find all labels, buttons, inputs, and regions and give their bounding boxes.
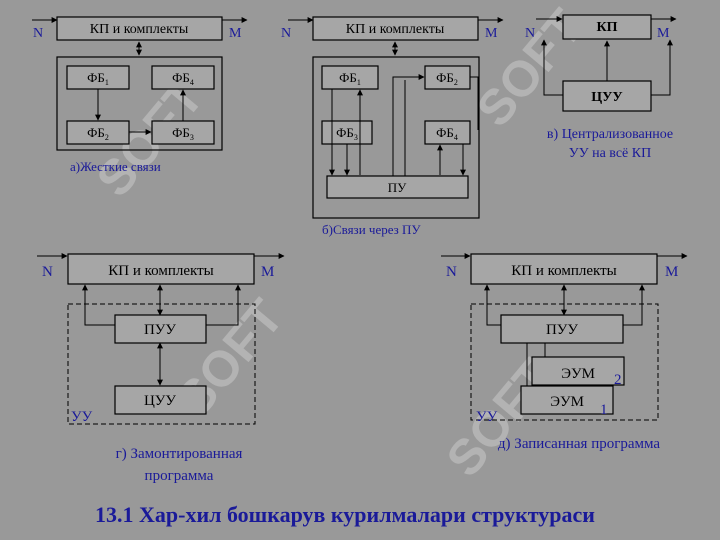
- panel-b-n: N: [281, 26, 291, 41]
- panel-e-uu-label: УУ: [476, 409, 498, 425]
- panel-e-kp-label: КП и комплекты: [511, 263, 617, 279]
- panel-c-kp-label: КП: [596, 20, 617, 35]
- panel-e-kp-box: [470, 253, 658, 285]
- svg-text:ФБ4: ФБ4: [436, 125, 458, 142]
- panel-e-eum2-label: ЭУМ: [561, 366, 595, 382]
- panel-a-fb3-sub: 3: [190, 133, 194, 142]
- panel-c-m: M: [657, 26, 670, 41]
- panel-d-caption-2: программа: [145, 468, 214, 484]
- panel-b-fb4: ФБ: [436, 125, 454, 140]
- panel-e-caption: д) Записанная программа: [498, 436, 660, 452]
- panel-b-m: M: [485, 26, 498, 41]
- panel-e-puu-box: [500, 314, 624, 344]
- panel-a-n: N: [33, 26, 43, 41]
- panel-a-fb2-sub: 2: [105, 133, 109, 142]
- svg-text:ФБ1: ФБ1: [87, 70, 109, 87]
- panel-c-caption-1: в) Централизованное: [547, 127, 673, 142]
- panel-e-n: N: [446, 264, 457, 280]
- svg-text:ФБ3: ФБ3: [336, 125, 358, 142]
- panel-a-fb4-sub: 4: [190, 78, 194, 87]
- panel-b-fb1: ФБ: [339, 70, 357, 85]
- svg-text:ФБ4: ФБ4: [172, 70, 194, 87]
- panel-b-fb4-sub: 4: [454, 133, 458, 142]
- panel-b-pu-label: ПУ: [388, 180, 407, 195]
- panel-b-fb3: ФБ: [336, 125, 354, 140]
- panel-a-frame: [56, 56, 223, 151]
- panel-a-kp-label: КП и комплекты: [90, 22, 189, 37]
- panel-d-puu-label: ПУУ: [144, 322, 176, 338]
- panel-c-kp-box: [562, 14, 652, 40]
- panel-e-puu-label: ПУУ: [546, 322, 578, 338]
- panel-d-n: N: [42, 264, 53, 280]
- panel-a-fb1: ФБ: [87, 70, 105, 85]
- panel-c-n: N: [525, 26, 535, 41]
- panel-e-eum2-num: 2: [614, 372, 622, 388]
- panel-d-cuu-label: ЦУУ: [144, 393, 176, 409]
- svg-text:ФБ3: ФБ3: [172, 125, 194, 142]
- panel-c-centralized: КП N M ЦУУ в) Централизованное УУ на всё…: [525, 14, 677, 161]
- panel-b-links-via-pu: КП и комплекты N M ФБ1 ФБ2 ФБ3 ФБ4 ПУ б)…: [281, 16, 504, 237]
- panel-b-fb1-box: [321, 65, 379, 90]
- panel-a-caption: а)Жесткие связи: [70, 159, 161, 174]
- panel-d-uu-label: УУ: [71, 409, 93, 425]
- panel-a-fb3: ФБ: [172, 125, 190, 140]
- panel-b-frame: [312, 56, 480, 219]
- panel-b-fb3-sub: 3: [354, 133, 358, 142]
- panel-a-fb4-box: [151, 65, 215, 90]
- panel-c-cuu-box: [562, 80, 652, 112]
- panel-a-m: M: [229, 26, 242, 41]
- slide-title: 13.1 Хар-хил бошкарув курилмалари структ…: [95, 502, 595, 527]
- panel-d-m: M: [261, 264, 274, 280]
- panel-e-eum1-num: 1: [600, 402, 608, 418]
- panel-e-eum1-label: ЭУМ: [550, 394, 584, 410]
- panel-a-fb4: ФБ: [172, 70, 190, 85]
- panel-a-fb1-sub: 1: [105, 78, 109, 87]
- svg-text:ФБ1: ФБ1: [339, 70, 361, 87]
- panel-e-stored-program: КП и комплекты N M ПУУ ЭУМ 2 ЭУМ 1 УУ д)…: [441, 253, 688, 452]
- panel-d-uu-frame: [67, 303, 256, 425]
- panel-c-caption-2: УУ на всё КП: [569, 146, 651, 161]
- svg-text:ФБ2: ФБ2: [87, 125, 109, 142]
- panel-a-kp-box: [56, 16, 223, 41]
- panel-b-fb1-sub: 1: [357, 78, 361, 87]
- panel-b-fb2-sub: 2: [454, 78, 458, 87]
- panel-e-eum2-box: [531, 356, 625, 386]
- panel-d-kp-label: КП и комплекты: [108, 263, 214, 279]
- panel-d-kp-box: [67, 253, 255, 285]
- panel-e-m: M: [665, 264, 678, 280]
- panel-d-cuu-box: [114, 385, 207, 415]
- panel-e-eum1-box: [520, 385, 614, 415]
- panel-c-cuu-label: ЦУУ: [591, 90, 622, 105]
- panel-e-uu-frame: [470, 303, 659, 421]
- panel-a-rigid-links: КП и комплекты N M ФБ1 ФБ4 ФБ2 ФБ3 а)Жес…: [32, 16, 248, 174]
- panel-b-caption: б)Связи через ПУ: [322, 222, 421, 237]
- panel-b-kp-box: [312, 16, 479, 41]
- panel-b-fb2: ФБ: [436, 70, 454, 85]
- panel-b-kp-label: КП и комплекты: [346, 22, 445, 37]
- panel-b-fb4-box: [424, 120, 471, 145]
- panel-a-fb2: ФБ: [87, 125, 105, 140]
- panel-b-pu-box: [326, 175, 469, 199]
- panel-d-caption-1: г) Замонтированная: [116, 446, 243, 462]
- svg-text:ФБ2: ФБ2: [436, 70, 458, 87]
- panel-d-wired-program: КП и комплекты N M ПУУ ЦУУ УУ г) Замонти…: [37, 253, 285, 484]
